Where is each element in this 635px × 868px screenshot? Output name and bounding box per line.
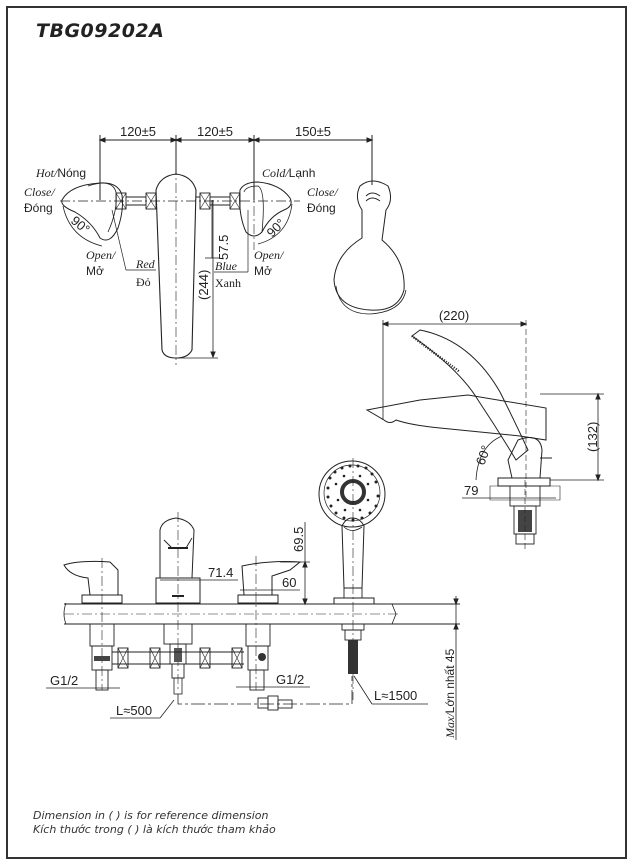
dim-132: (132) xyxy=(585,422,600,452)
top-view: 120±5 120±5 150±5 57.5 xyxy=(24,124,407,365)
label-red-vi: Đỏ xyxy=(136,275,151,289)
label-hot: Hot/Nóng xyxy=(35,166,86,180)
dim-57-5: 57.5 xyxy=(216,235,231,260)
hose-length-1500: L≈1500 xyxy=(374,688,417,703)
angle-60: 60° xyxy=(473,443,494,467)
note-vietnamese: Kích thước trong ( ) là kích thước tham … xyxy=(33,823,276,836)
label-close-right-vi: Đóng xyxy=(307,201,336,215)
front-view: 71.4 60 69.5 xyxy=(46,458,460,740)
note-english: Dimension in ( ) is for reference dimens… xyxy=(33,809,269,822)
angle-right: 90° xyxy=(264,216,289,241)
hose-length-500: L≈500 xyxy=(116,703,152,718)
thread-right: G1/2 xyxy=(276,672,304,687)
label-cold: Cold/Lạnh xyxy=(262,166,315,180)
label-close-left-en: Close/ xyxy=(24,185,56,199)
dim-60: 60 xyxy=(282,575,296,590)
thread-left: G1/2 xyxy=(50,673,78,688)
angle-left: 90° xyxy=(68,213,93,237)
label-open-left-vi: Mở xyxy=(86,264,104,278)
dim-220: (220) xyxy=(439,308,469,323)
dim-69-5: 69.5 xyxy=(291,527,306,552)
model-title: TBG09202A xyxy=(36,20,165,42)
label-red: Red xyxy=(135,257,156,271)
dim-79: 79 xyxy=(464,483,478,498)
dim-120-left: 120±5 xyxy=(120,124,156,139)
dim-244: (244) xyxy=(196,270,211,300)
label-blue: Blue xyxy=(215,259,238,273)
label-blue-vi: Xanh xyxy=(215,276,241,290)
label-close-right-en: Close/ xyxy=(307,185,339,199)
label-open-left-en: Open/ xyxy=(86,248,117,262)
label-open-right-en: Open/ xyxy=(254,248,285,262)
drawing-frame xyxy=(6,6,627,859)
side-view: (220) (132) 60° 79 xyxy=(365,308,604,550)
deck-max-thickness: Max/Lớn nhất 45 xyxy=(443,648,457,739)
label-close-left-vi: Đóng xyxy=(24,201,53,215)
dim-120-right: 120±5 xyxy=(197,124,233,139)
label-open-right-vi: Mở xyxy=(254,264,272,278)
dim-150: 150±5 xyxy=(295,124,331,139)
dim-71-4: 71.4 xyxy=(208,565,233,580)
